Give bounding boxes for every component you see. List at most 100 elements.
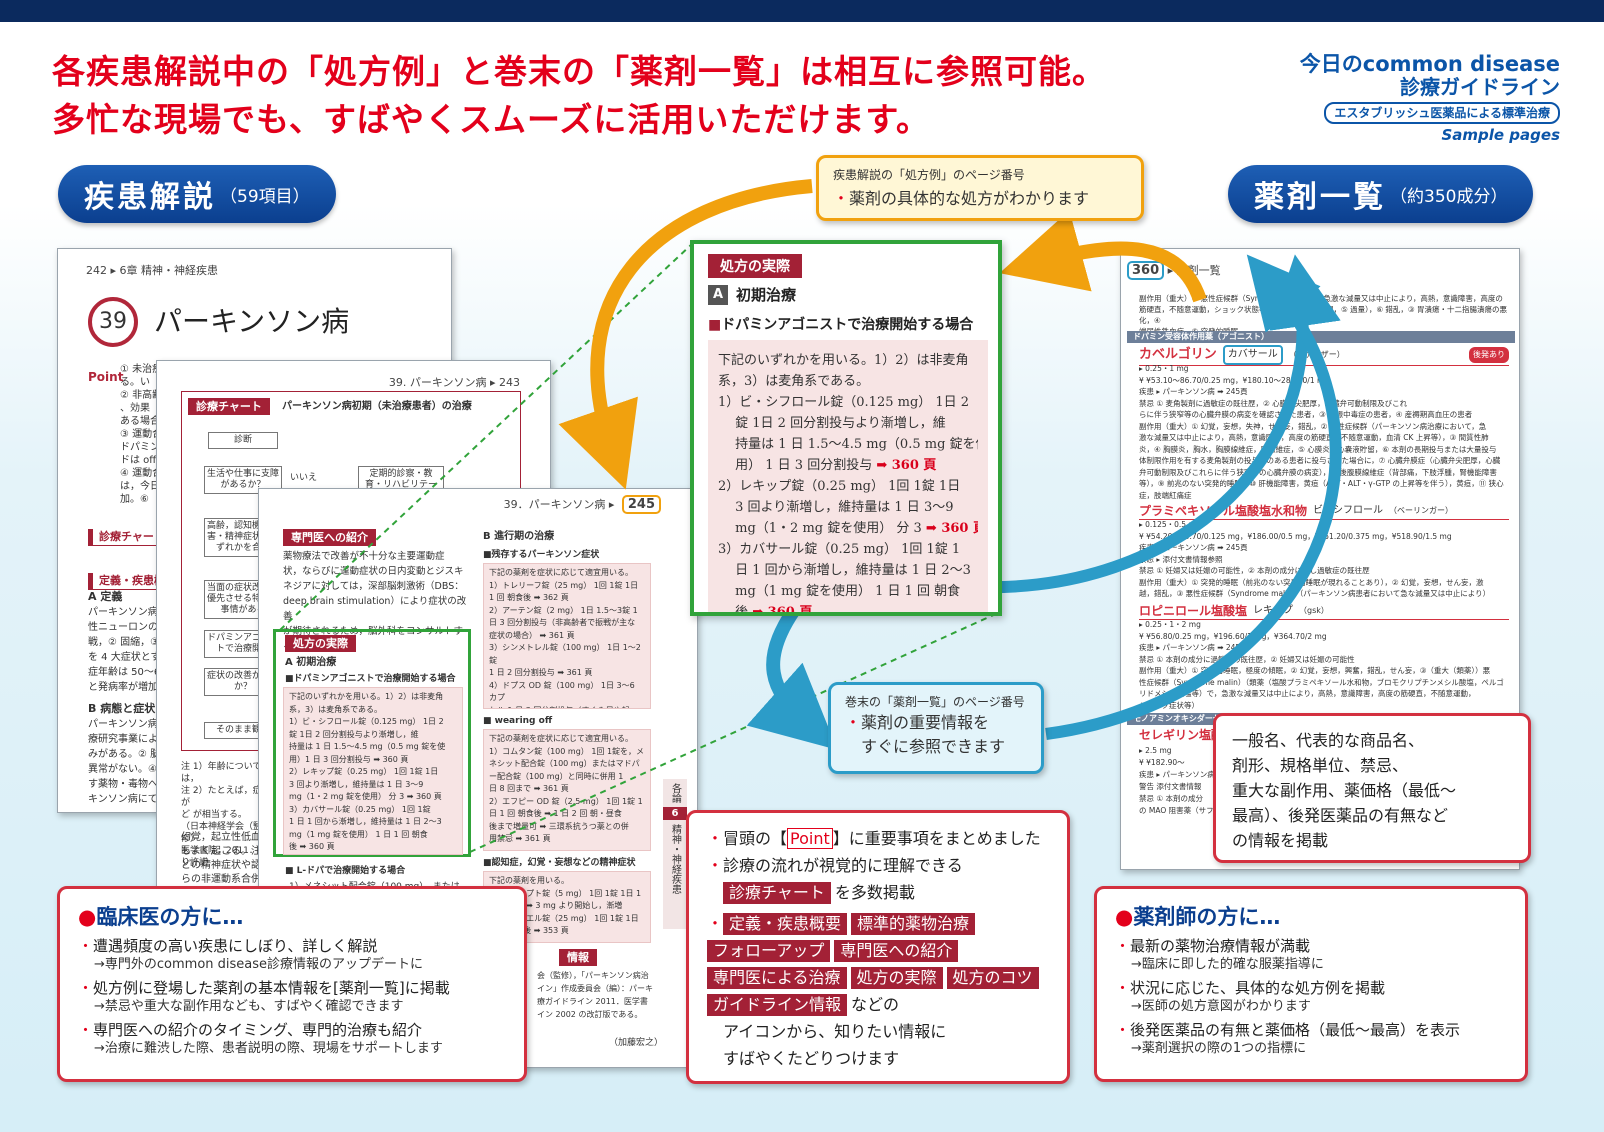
flow-start: 診断: [208, 432, 278, 449]
page-242-chart-tag: 診療チャート: [88, 529, 171, 546]
drug-info-line: 剤形、規格単位、禁忌、: [1232, 756, 1409, 775]
page-242-running-head: 242 ▸ 6章 精神・神経疾患: [86, 264, 219, 277]
b-sub-heading: ■残存するパーキンソン症状: [483, 550, 600, 560]
section-icon-tag: 標準的薬物治療: [851, 913, 976, 935]
drug-1-line: ¥ ¥53.10〜86.70/0.25 mg，¥180.10〜285.90/1 …: [1139, 375, 1330, 385]
zoom-rx-line: 後 ➡ 360 頁: [718, 602, 978, 616]
section-icon-tag: 処方のコツ: [946, 967, 1039, 989]
zoom-header: 処方の実際: [708, 254, 802, 278]
cognitive-line: 下記の薬剤を用いる。: [489, 876, 569, 885]
def-b-line: パーキンソン病: [88, 719, 158, 730]
def-b-heading: B 病態と症状: [88, 702, 156, 715]
callout-mid-main-2: すぐに参照できます: [861, 737, 1006, 756]
rx-green-frame: [273, 629, 471, 857]
benefit-sub: →臨床に即した的確な服薬指導に: [1131, 957, 1324, 972]
pill-left-count: （59項目）: [220, 186, 310, 207]
page-360-number: 360: [1127, 261, 1165, 280]
wearing-off-line: ネシット配合錠（100 mg）またはマドパ: [489, 759, 640, 768]
features-box: ・冒頭の【Point】に重要事項をまとめました ・診療の流れが視覚的に理解できる…: [686, 810, 1070, 1084]
def-line: を 4 大症状とする: [88, 652, 171, 663]
specialist-tag: 専門医への紹介: [283, 529, 376, 546]
drug-3-name: ロピニロール塩酸塩: [1139, 604, 1248, 618]
rx-line: 後 ➡ 360 頁: [289, 842, 335, 851]
cognitive-line: 1 回 夕食後 ➡ 353 頁: [489, 926, 569, 935]
drug-1-line: ▸ 0.25・1 mg: [1139, 364, 1189, 373]
wearing-off-line: 1）コムタン錠（100 mg） 1回 1錠を，メ: [489, 746, 645, 756]
brand-line-1: 今日のcommon disease: [1299, 52, 1560, 76]
b-line: 下記の薬剤を症状に応じて適宜用いる。: [489, 568, 633, 577]
drug-4-line: 疾患 ▸ パーキンソン病: [1139, 770, 1215, 779]
drug-3-maker: （gsk）: [1299, 606, 1329, 615]
cognitive-heading: ■認知症，幻覚・妄想などの精神症状: [483, 858, 636, 868]
side-tab-label: 各論: [669, 783, 681, 803]
drug-3-line: ¥ ¥56.80/0.25 mg，¥196.60/1 mg，¥364.70/2 …: [1139, 631, 1327, 641]
b-line: 1 回 朝食後 ➡ 362 頁: [489, 593, 569, 602]
wearing-off-line: 後まで増量可 ➡ 三環系抗うつ薬との併: [489, 821, 629, 831]
drug-1-line: 激な減量又は中止により，高熱，意識障害，高度の筋硬直，不随意運動，血清 CK 上…: [1139, 433, 1489, 442]
def-line: と発病率が増加す: [88, 682, 168, 693]
chart-tag: 診療チャート: [723, 882, 831, 904]
benefit-sub: →薬剤選択の際の1つの指標に: [1131, 1041, 1307, 1056]
rx-line: 系，3）は麦角系である。: [289, 704, 383, 714]
specialist-line: ネジアに対しては，深部脳刺激術（DBS：: [283, 581, 464, 592]
drug-4-line: の MAO 阻害薬（サフ: [1139, 806, 1214, 815]
drug-3-details: ▸ 0.25・1・2 mg¥ ¥56.80/0.25 mg，¥196.60/1 …: [1139, 619, 1509, 711]
def-b-line: みがある。② 脳: [88, 749, 161, 760]
def-line: パーキンソン病は: [88, 607, 168, 618]
orange-arrow-down: [558, 179, 813, 490]
ldopa-heading: ■ L-ドパで治療開始する場合: [285, 866, 406, 876]
drug-4-line: ¥ ¥182.90〜: [1139, 758, 1185, 767]
section-icon-tag: ガイドライン情報: [707, 994, 848, 1016]
top-bar: [0, 0, 1604, 22]
headline: 各疾患解説中の「処方例」と巻末の「薬剤一覧」は相互に参照可能。 多忙な現場でも、…: [52, 48, 1106, 144]
def-line: 症年齢は 50〜65: [88, 667, 167, 678]
callout-mid-small: 巻末の「薬剤一覧」のページ番号: [845, 695, 1025, 709]
rx-zoom-box: 処方の実際 A 初期治療 ■ドパミンアゴニストで治療開始する場合 下記のいずれか…: [690, 240, 1002, 616]
zoom-rx-line: mg（1 mg 錠を使用） 1 日 1 回 朝食: [718, 584, 961, 599]
pill-right-title: 薬剤一覧: [1254, 180, 1386, 215]
point-label: Point: [88, 370, 124, 384]
feature-chart-tag-line: 診療チャートを多数掲載: [707, 879, 1049, 906]
zoom-rx-line: 錠 1日 2 回分割投与より漸増し，維: [718, 416, 946, 431]
def-b-line: す薬物・毒物への: [88, 779, 168, 790]
section-icon-tag: 処方の実際: [850, 967, 943, 989]
drug-1-line: 体制限作用を有する麦角製剤の投与歴のある患者に投与された場合に，⑦ 心臓弁膜症（…: [1139, 456, 1501, 465]
point-line: ④ 運動合併: [120, 468, 173, 479]
rx-sub-heading: ■ドパミンアゴニストで治療開始する場合: [285, 674, 456, 684]
side-tab: 各論 6 精神・神経疾患: [663, 779, 687, 929]
drug-2-line: ▸ 0.125・0.5 mg: [1139, 520, 1201, 529]
section-icon-tag: フォローアップ: [707, 940, 831, 962]
headline-line-1: 各疾患解説中の「処方例」と巻末の「薬剤一覧」は相互に参照可能。: [52, 52, 1106, 91]
benefit-item: ・後発医薬品の有無と薬価格（最低〜最高）を表示: [1115, 1021, 1461, 1039]
drug-3-line: 性症候群（Syndrome malin）（類薬（塩酸プラミペキソール水和物，ブロ…: [1139, 677, 1504, 687]
point-line: る。い: [120, 377, 150, 388]
drug-1-brand: カバサール: [1222, 345, 1283, 365]
feature-end-2: すばやくたどりつけます: [723, 1049, 900, 1068]
brand-line-4: Sample pages: [1441, 126, 1560, 144]
headline-line-2: 多忙な現場でも、すばやくスムーズに活用いただけます。: [52, 100, 931, 139]
page-reference: ➡ 360 頁: [925, 521, 978, 536]
callout-top-main: ・薬剤の具体的な処方がわかります: [833, 189, 1090, 208]
def-a-heading: A 定義: [88, 590, 123, 603]
body-line: どの精神症状や認知: [181, 860, 271, 871]
body-line: らの非運動系合併症: [181, 874, 271, 885]
benefit-item: ・最新の薬物治療情報が満載: [1115, 937, 1311, 955]
drug-2-maker: （ベーリンガー）: [1389, 506, 1454, 515]
note-line: 注 1）年齢については，: [181, 762, 262, 784]
drug-1-name: カベルゴリン: [1139, 347, 1217, 362]
section-pill-drug-list: 薬剤一覧 （約350成分）: [1228, 165, 1534, 223]
clinician-heading: ●臨床医の方に…: [78, 905, 244, 929]
pharmacist-box: ●薬剤師の方に… ・最新の薬物治療情報が満載→臨床に即した的確な服薬指導に・状況…: [1094, 886, 1528, 1082]
drug-4-line: ▸ 2.5 mg: [1139, 746, 1172, 755]
zoom-connector-top: [279, 243, 693, 631]
rx-line: 2）レキップ錠（0.25 mg） 1回 1錠 1日: [289, 767, 439, 776]
benefit-item: ・専門医への紹介のタイミング、専門的治療も紹介: [78, 1021, 422, 1039]
info-line: イン 2002 の改訂版である。: [537, 1010, 643, 1019]
page-243-running-head: 39. パーキンソン病 ▸ 243: [388, 376, 520, 389]
page-reference: ➡ 360 頁: [752, 605, 813, 616]
wearing-off-line: ー配合錠（100 mg）と同時に併用 1: [489, 771, 624, 781]
rx-line: 1 日 1 回から漸増し，維持量は 1 日 2〜3: [289, 817, 442, 826]
rx-a-heading: A 初期治療: [285, 657, 337, 668]
drug-info-line: の情報を掲載: [1232, 831, 1329, 850]
zoom-rx-line: 持量は 1 日 1.5〜4.5 mg（0.5 mg 錠を使: [718, 437, 978, 452]
